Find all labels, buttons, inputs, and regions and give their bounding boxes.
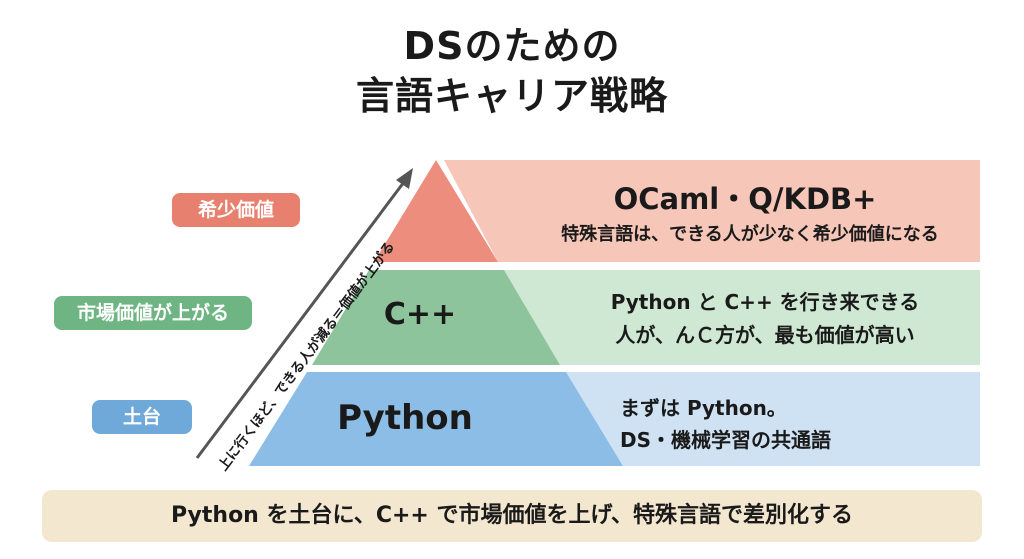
tier-desc-middle-line1: Python と C++ を行き来できる: [610, 290, 920, 314]
middle-band: [504, 270, 980, 365]
pyramid-bottom-tier: [249, 372, 623, 466]
tier-desc-bottom-line1: まずは Python。: [620, 396, 787, 420]
bottom-band: [566, 372, 980, 466]
tier-desc-bottom-line2: DS・機械学習の共通語: [620, 428, 832, 452]
label-foundation: 土台: [92, 400, 192, 434]
page-title-line2: 言語キャリア戦略: [355, 74, 668, 118]
tier-name-bottom: Python: [337, 398, 473, 438]
footer-summary: Python を土台に、C++ で市場価値を上げ、特殊言語で差別化する: [42, 490, 982, 542]
tier-name-top: OCaml・Q/KDB+: [613, 182, 877, 216]
tier-desc-middle-line2: 人が、んＣ方が、最も価値が高い: [615, 323, 915, 347]
pyramid-middle-tier: [312, 270, 560, 365]
tier-name-middle: C++: [383, 297, 457, 332]
value-arrow-head: [396, 168, 413, 189]
tier-desc-top: 特殊言語は、できる人が少なく希少価値になる: [561, 224, 939, 245]
pyramid-top-tier: [374, 160, 498, 262]
label-market-value: 市場価値が上がる: [54, 296, 252, 330]
top-band: [444, 160, 980, 262]
page-title-line1: DSのための: [403, 24, 621, 68]
value-arrow-line: [195, 181, 406, 459]
label-scarcity-value: 希少価値: [172, 193, 300, 227]
